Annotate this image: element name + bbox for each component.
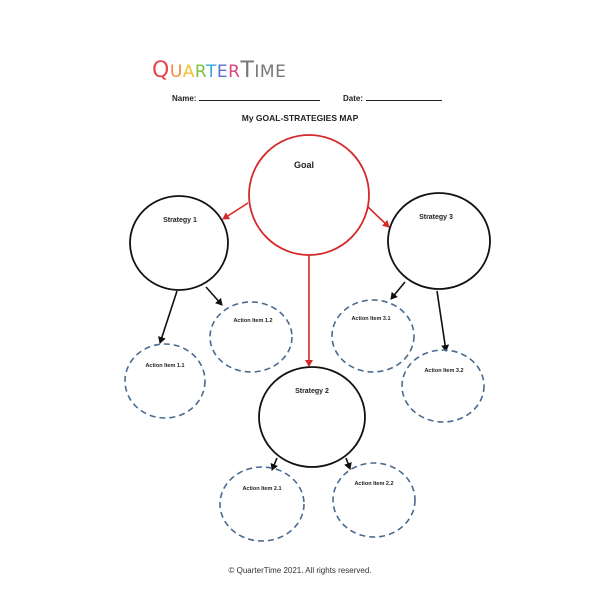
- goal-label: Goal: [294, 160, 314, 170]
- action-item-3-1-node[interactable]: Action Item 3.1: [331, 299, 415, 373]
- logo-letter: T: [240, 58, 255, 83]
- date-label: Date:: [343, 94, 364, 103]
- strategy2-to-action22-arrow: [344, 457, 352, 470]
- logo-letter: I: [254, 62, 260, 82]
- action-item-3-2-label: Action Item 3.2: [424, 368, 463, 374]
- goal-to-strategy1-arrow: [222, 202, 249, 220]
- action-item-1-1-node[interactable]: Action Item 1.1: [124, 343, 206, 419]
- action-item-1-2-label: Action Item 1.2: [233, 318, 272, 324]
- action-item-2-2-label: Action Item 2.2: [354, 481, 393, 487]
- map-title: My GOAL-STRATEGIES MAP: [241, 113, 359, 123]
- name-label: Name:: [172, 94, 197, 103]
- goal-node[interactable]: Goal: [248, 134, 370, 256]
- logo-letter: U: [169, 62, 183, 82]
- strategy1-to-action12-arrow: [205, 286, 223, 306]
- strategy2-to-action21-arrow: [270, 457, 278, 471]
- logo-letter: Q: [152, 58, 170, 83]
- strategy-3-label: Strategy 3: [419, 214, 453, 221]
- goal-to-strategy3-arrow: [367, 206, 390, 228]
- strategy-2-node[interactable]: Strategy 2: [258, 366, 366, 468]
- action-item-3-1-label: Action Item 3.1: [351, 316, 390, 322]
- logo-letter: T: [206, 62, 217, 82]
- action-item-2-1-node[interactable]: Action Item 2.1: [219, 466, 305, 542]
- logo-letter: E: [275, 62, 287, 82]
- strategy-1-label: Strategy 1: [163, 217, 197, 224]
- strategy-1-node[interactable]: Strategy 1: [129, 195, 229, 291]
- logo-letter: M: [259, 62, 276, 82]
- action-item-2-2-node[interactable]: Action Item 2.2: [332, 462, 416, 538]
- strategy-3-node[interactable]: Strategy 3: [387, 192, 491, 290]
- date-input-line[interactable]: [366, 92, 443, 101]
- strategy3-to-action32-arrow: [436, 290, 450, 352]
- action-item-2-1-label: Action Item 2.1: [242, 486, 281, 492]
- logo-letter: E: [216, 62, 229, 82]
- name-field-row: Name:: [172, 92, 321, 103]
- action-item-1-2-node[interactable]: Action Item 1.2: [209, 301, 293, 373]
- strategy-2-label: Strategy 2: [295, 388, 329, 395]
- date-field-row: Date:: [343, 92, 443, 103]
- strategy1-to-action11-arrow: [158, 290, 178, 344]
- logo-letter: A: [182, 62, 195, 82]
- action-item-1-1-label: Action Item 1.1: [145, 363, 184, 369]
- quartertime-logo: QUARTERTIME: [152, 58, 286, 83]
- action-item-3-2-node[interactable]: Action Item 3.2: [401, 349, 485, 423]
- name-input-line[interactable]: [199, 92, 321, 101]
- strategy3-to-action31-arrow: [390, 281, 406, 300]
- logo-letter: R: [194, 62, 206, 82]
- copyright-footer: © QuarterTime 2021. All rights reserved.: [228, 566, 372, 575]
- logo-letter: R: [228, 62, 241, 82]
